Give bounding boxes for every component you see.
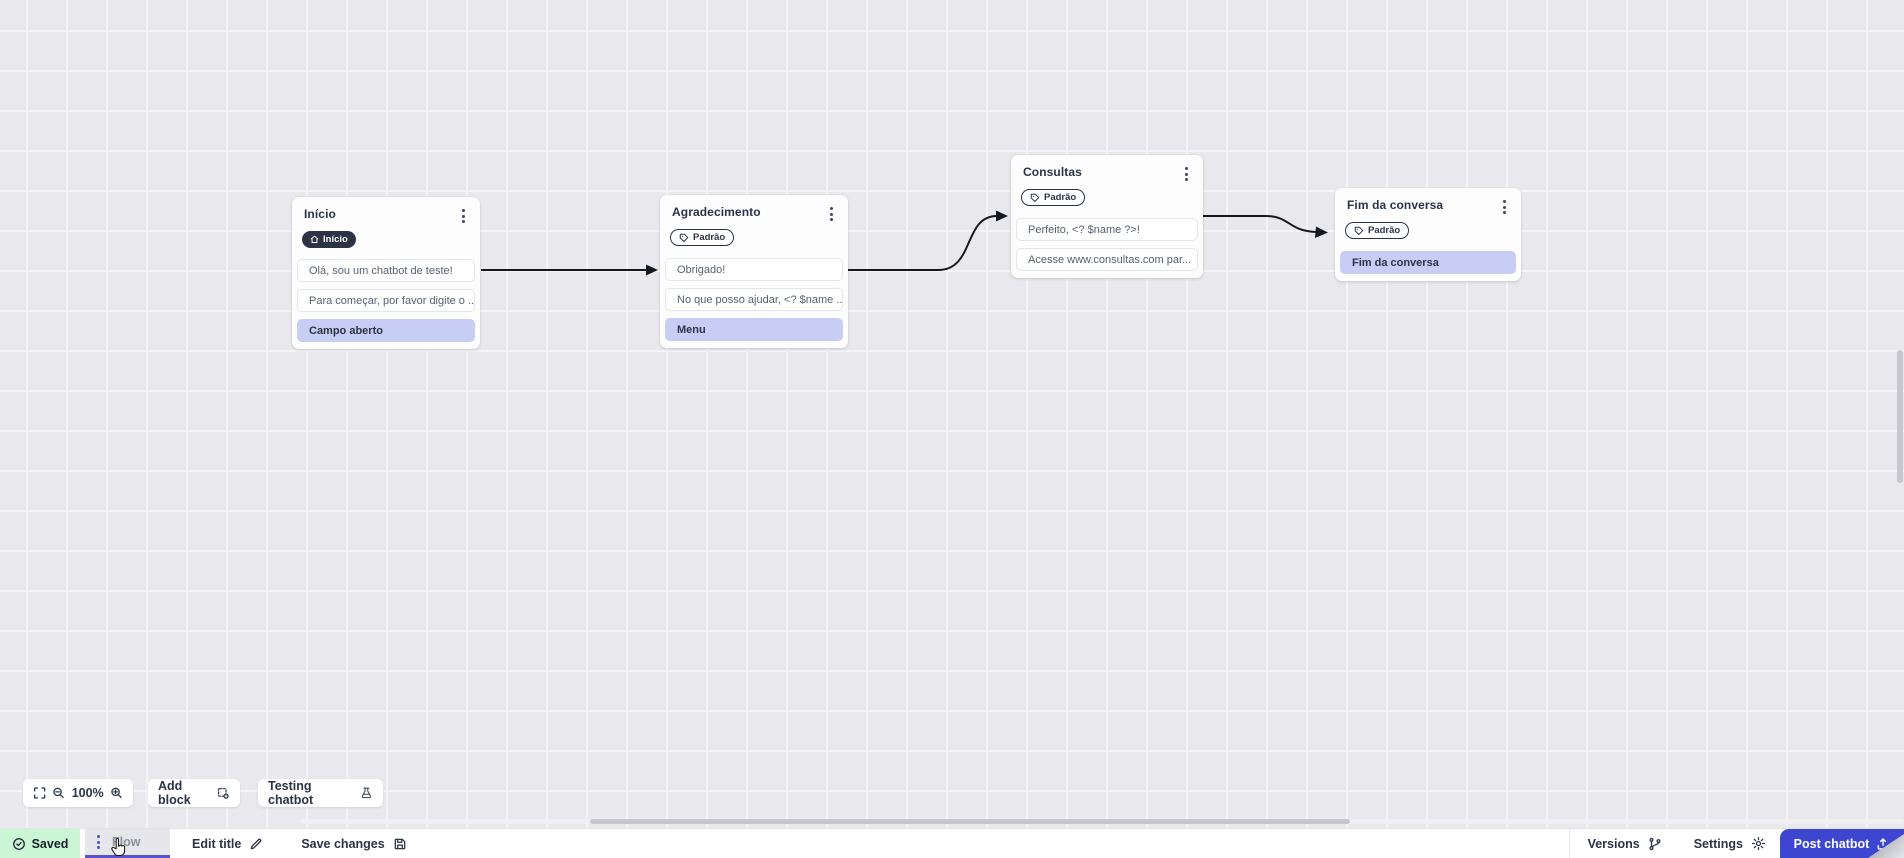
- tag-icon: [1030, 193, 1040, 202]
- fullscreen-icon[interactable]: [33, 786, 46, 800]
- versions-button[interactable]: Versions: [1588, 829, 1662, 858]
- node-title: Início: [304, 207, 336, 221]
- flask-icon: [361, 787, 372, 799]
- saved-status: Saved: [0, 829, 80, 858]
- flow-menu-button[interactable]: [94, 833, 103, 851]
- node-fim-da-conversa[interactable]: Fim da conversa Padrão Fim da conversa: [1335, 188, 1521, 281]
- node-title: Agradecimento: [672, 205, 761, 219]
- block-item[interactable]: Obrigado!: [665, 257, 843, 281]
- add-block-icon: [218, 787, 229, 799]
- node-agradecimento[interactable]: Agradecimento Padrão Obrigado! No que po…: [660, 195, 848, 348]
- block-item[interactable]: Acesse www.consultas.com par...: [1016, 247, 1198, 271]
- vertical-scrollbar-thumb[interactable]: [1897, 350, 1903, 483]
- block-item[interactable]: Para começar, por favor digite o ...: [297, 289, 475, 312]
- saved-label: Saved: [31, 836, 69, 851]
- node-inicio[interactable]: Início Início Olá, sou um chatbot de tes…: [292, 197, 480, 349]
- zoom-out-icon[interactable]: [52, 786, 65, 800]
- zoom-toolbar: 100%: [23, 779, 133, 807]
- zoom-in-icon[interactable]: [110, 786, 123, 800]
- node-consultas[interactable]: Consultas Padrão Perfeito, <? $name ?>! …: [1011, 155, 1203, 278]
- divider: [1568, 829, 1570, 858]
- save-icon: [394, 838, 406, 849]
- zoom-level: 100%: [71, 786, 104, 800]
- status-bar: Saved Flow Edit title Save changes Versi…: [0, 828, 1904, 858]
- block-item[interactable]: No que posso ajudar, <? $name ...: [665, 287, 843, 311]
- settings-button[interactable]: Settings: [1694, 829, 1766, 858]
- block-item[interactable]: Olá, sou um chatbot de teste!: [297, 259, 475, 282]
- node-title: Fim da conversa: [1347, 198, 1444, 212]
- node-title: Consultas: [1023, 165, 1082, 179]
- flow-tab-label: Flow: [112, 835, 141, 849]
- block-item-input[interactable]: Campo aberto: [297, 319, 475, 342]
- check-circle-icon: [12, 837, 25, 850]
- add-block-button[interactable]: Add block: [148, 779, 240, 807]
- block-item[interactable]: Perfeito, <? $name ?>!: [1016, 217, 1198, 241]
- status-badge: Padrão: [1345, 222, 1410, 239]
- edit-title-button[interactable]: Edit title: [192, 829, 263, 858]
- node-menu-button[interactable]: [827, 205, 836, 223]
- save-changes-button[interactable]: Save changes: [301, 829, 406, 858]
- status-badge: Início: [302, 231, 356, 248]
- tab-flow[interactable]: Flow: [85, 829, 170, 858]
- node-menu-button[interactable]: [1182, 165, 1191, 183]
- home-icon: [310, 235, 319, 243]
- node-menu-button[interactable]: [459, 207, 468, 225]
- node-menu-button[interactable]: [1500, 198, 1509, 216]
- status-badge: Padrão: [1021, 189, 1086, 206]
- block-item-input[interactable]: Menu: [665, 317, 843, 341]
- pencil-icon: [251, 838, 262, 849]
- testing-chatbot-button[interactable]: Testing chatbot: [258, 779, 383, 807]
- status-badge: Padrão: [670, 229, 735, 246]
- tag-icon: [1354, 226, 1364, 235]
- block-item-end[interactable]: Fim da conversa: [1340, 250, 1516, 274]
- horizontal-scrollbar-track[interactable]: [300, 819, 1904, 824]
- tag-icon: [679, 233, 689, 242]
- horizontal-scrollbar-thumb[interactable]: [590, 819, 1350, 824]
- gear-icon: [1751, 836, 1766, 851]
- git-branch-icon: [1649, 837, 1661, 850]
